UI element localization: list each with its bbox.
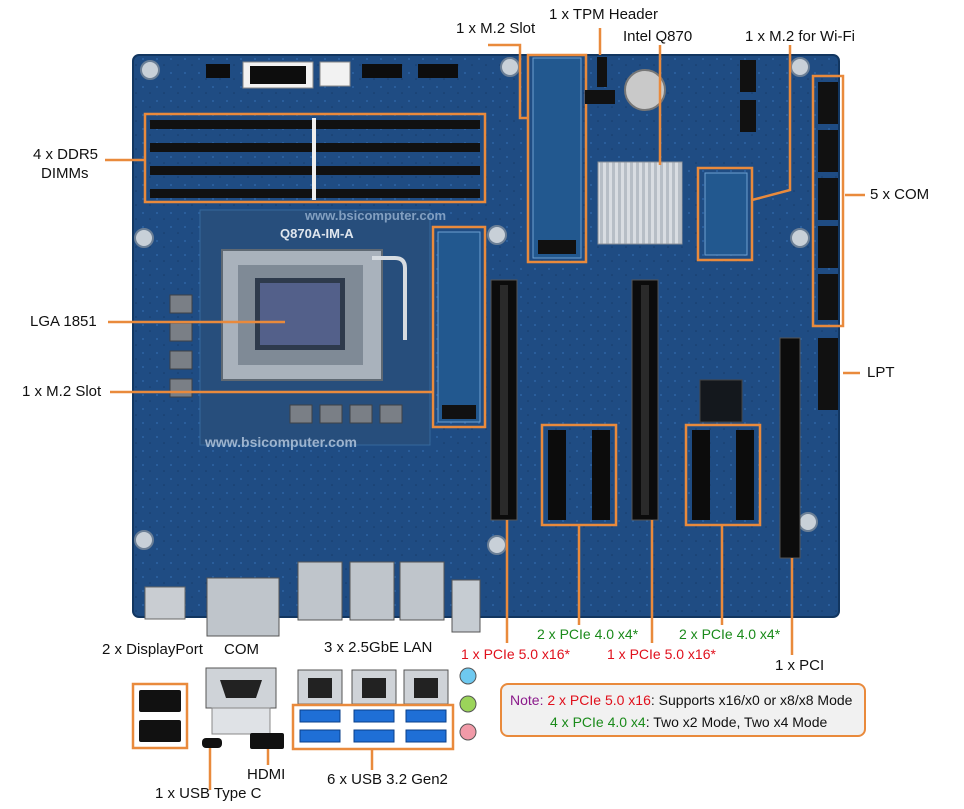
ddr5-dimm-slots	[150, 118, 480, 200]
pcie5-x16-slots	[490, 279, 659, 521]
watermark-top: www.bsicomputer.com	[304, 208, 446, 223]
m2-top-highlight	[526, 53, 588, 264]
m2-wifi-highlight	[696, 166, 754, 262]
displayport-highlight	[131, 682, 189, 750]
lga1851-socket	[221, 249, 407, 381]
label-socket: LGA 1851	[30, 313, 97, 330]
note-line2-key: 4 x PCIe 4.0 x4	[550, 714, 646, 730]
lpt-header	[818, 338, 838, 410]
label-displayport: 2 x DisplayPort	[102, 641, 203, 658]
label-pcie5-right: 1 x PCIe 5.0 x16*	[607, 646, 716, 662]
com-highlight	[811, 74, 845, 328]
note-box: Note: 2 x PCIe 5.0 x16: Supports x16/x0 …	[500, 683, 866, 737]
usb-c-port	[202, 738, 222, 748]
io-leader-lines	[208, 748, 374, 790]
label-m2-wifi: 1 x M.2 for Wi-Fi	[745, 28, 856, 45]
sata-ports	[740, 60, 756, 132]
label-usb32: 6 x USB 3.2 Gen2	[327, 771, 448, 788]
note-prefix: Note:	[510, 692, 544, 708]
top-headers	[206, 61, 458, 89]
super-io-chip	[699, 379, 743, 423]
cmos-battery	[624, 69, 666, 111]
lan-ports	[297, 669, 449, 705]
label-pci: 1 x PCI	[775, 657, 825, 674]
hdmi-port	[250, 733, 284, 749]
external-io-panel	[131, 667, 477, 790]
note-line1-key: 2 x PCIe 5.0 x16	[547, 692, 651, 708]
label-pcie5-left: 1 x PCIe 5.0 x16*	[461, 646, 570, 662]
rear-io-board	[144, 561, 481, 637]
label-com-io: COM	[224, 641, 259, 658]
label-pcie4-left: 2 x PCIe 4.0 x4*	[537, 626, 639, 642]
note-line-1: Note: 2 x PCIe 5.0 x16: Supports x16/x0 …	[510, 689, 864, 711]
dimm-highlight	[143, 112, 487, 204]
label-chipset: Intel Q870	[623, 28, 693, 45]
label-lpt: LPT	[867, 364, 895, 381]
label-ddr5-line2: DIMMs	[41, 165, 89, 182]
note-line2-text: : Two x2 Mode, Two x4 Mode	[645, 714, 828, 730]
m2-slot-top	[532, 57, 582, 259]
usb32-ports	[299, 709, 447, 743]
displayport-1	[139, 690, 181, 712]
board-model-text: Q870A-IM-A	[280, 226, 354, 241]
pci-slot	[779, 337, 801, 559]
tpm-header	[585, 57, 615, 104]
m2-left-highlight	[431, 225, 487, 429]
label-com5: 5 x COM	[870, 186, 930, 203]
leader-lines	[105, 28, 865, 655]
com-headers	[818, 82, 838, 320]
label-m2-slot-left: 1 x M.2 Slot	[22, 383, 102, 400]
label-pcie4-right: 2 x PCIe 4.0 x4*	[679, 626, 781, 642]
m2-slot-left	[437, 231, 481, 423]
watermark-bottom: www.bsicomputer.com	[204, 434, 357, 450]
note-line-2: 4 x PCIe 4.0 x4: Two x2 Mode, Two x4 Mod…	[510, 711, 864, 733]
label-tpm-header: 1 x TPM Header	[549, 6, 658, 23]
label-usb-c: 1 x USB Type C	[155, 785, 262, 802]
label-lan: 3 x 2.5GbE LAN	[324, 639, 433, 656]
mounting-holes	[134, 57, 818, 555]
displayport-2	[139, 720, 181, 742]
note-line1-text: : Supports x16/x0 or x8/x8 Mode	[650, 692, 853, 708]
audio-jacks	[459, 667, 477, 741]
label-ddr5-line1: 4 x DDR5	[33, 146, 99, 163]
label-hdmi: HDMI	[247, 766, 286, 783]
m2-wifi-slot	[704, 172, 748, 256]
label-ddr5: 4 x DDR5 DIMMs	[33, 145, 98, 183]
label-m2-slot-top: 1 x M.2 Slot	[456, 20, 536, 37]
q870-chipset-heatsink	[597, 161, 683, 245]
pcie4-x4-slots	[548, 430, 754, 520]
